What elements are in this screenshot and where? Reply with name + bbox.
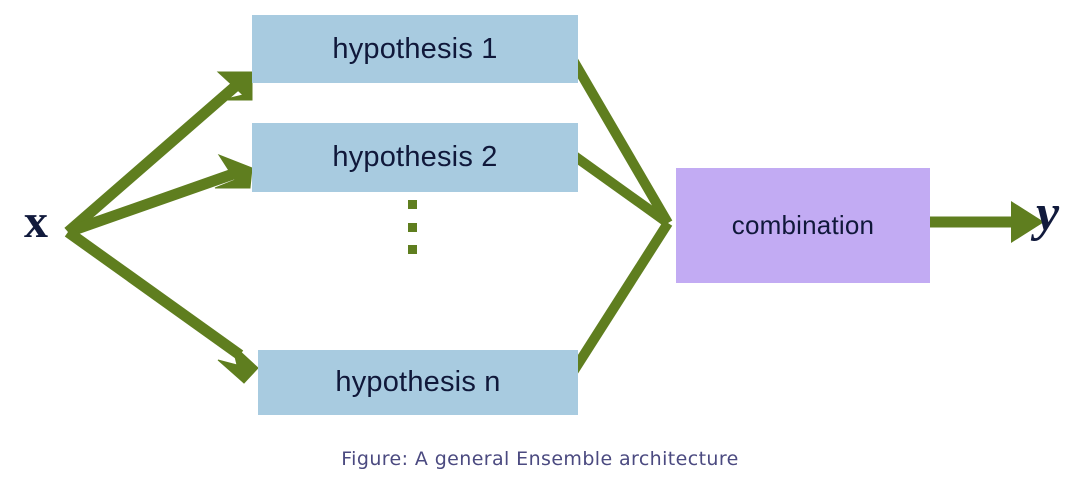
hypothesis-2-box[interactable]: hypothesis 2 <box>252 123 578 192</box>
edge-hypothesis-2-to-combination <box>570 150 671 228</box>
ellipsis-dot-2 <box>407 222 417 232</box>
edge-hypothesis-1-to-combination <box>568 57 673 226</box>
hypothesis-2-label: hypothesis 2 <box>332 141 498 173</box>
edge-x-to-hypothesis-1 <box>64 71 253 237</box>
hypothesis-n-box[interactable]: hypothesis n <box>258 350 578 415</box>
combination-label: combination <box>731 210 875 240</box>
combination-box[interactable]: combination <box>676 168 930 283</box>
edge-combination-to-y <box>930 201 1044 243</box>
hypothesis-1-label: hypothesis 1 <box>332 32 498 65</box>
ellipsis-dot-3 <box>407 245 417 254</box>
hypothesis-1-box[interactable]: hypothesis 1 <box>252 15 578 83</box>
edge-x-to-hypothesis-2 <box>66 153 253 238</box>
hypothesis-n-label: hypothesis n <box>335 366 501 398</box>
ellipsis-dot-1 <box>407 200 417 209</box>
figure-caption: Figure: A general Ensemble architecture <box>341 448 739 470</box>
vertical-ellipsis-icon <box>404 200 420 254</box>
input-variable-label: x <box>24 195 48 248</box>
edge-hypothesis-n-to-combination <box>568 220 673 375</box>
edge-x-to-hypothesis-n <box>64 227 259 384</box>
output-variable-label: y <box>1036 185 1060 242</box>
